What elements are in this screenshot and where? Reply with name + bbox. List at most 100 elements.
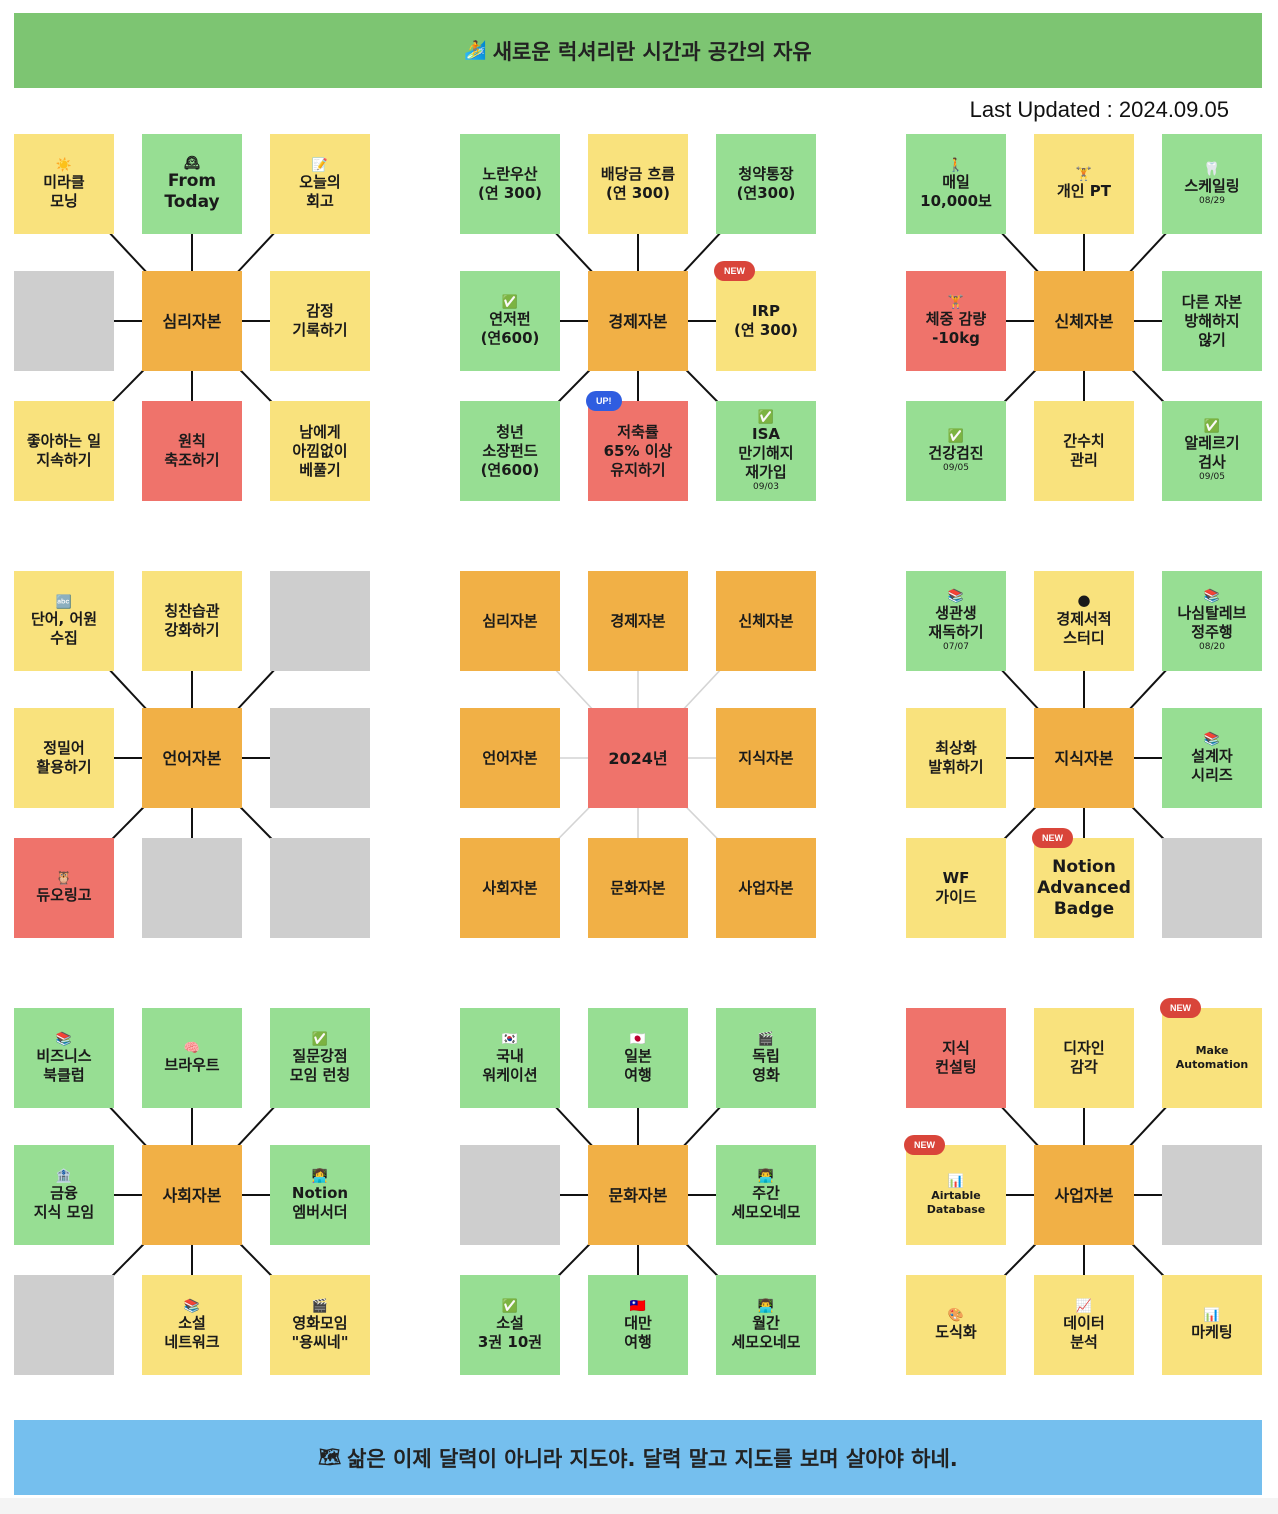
center-cell-social[interactable]: 사회자본 [142, 1145, 242, 1245]
goal-icon: 🇯🇵 [629, 1031, 647, 1047]
goal-cell[interactable]: 🕰From Today [142, 134, 242, 234]
center-cell-culture[interactable]: 문화자본 [588, 1145, 688, 1245]
goal-cell[interactable]: 📝오늘의 회고 [270, 134, 370, 234]
cell-label: 문화자본 [608, 1185, 668, 1205]
goal-cell[interactable]: 원칙 축조하기 [142, 401, 242, 501]
goal-icon: 🦉 [55, 871, 73, 886]
last-updated: Last Updated : 2024.09.05 [969, 97, 1229, 122]
goal-cell[interactable]: 🇹🇼대만 여행 [588, 1275, 688, 1375]
center-cell-econ[interactable]: 경제자본 [588, 271, 688, 371]
goal-cell[interactable]: 📚소설 네트워크 [142, 1275, 242, 1375]
empty-cell[interactable] [1162, 1145, 1262, 1245]
goal-cell[interactable]: 👩‍💻Notion 엠버서더 [270, 1145, 370, 1245]
empty-cell[interactable] [1162, 838, 1262, 938]
goal-cell[interactable]: 🏋체중 감량 -10kg [906, 271, 1006, 371]
empty-cell[interactable] [270, 838, 370, 938]
goal-cell[interactable]: 다른 자본 방해하지 않기 [1162, 271, 1262, 371]
cell-label: 칭찬습관 강화하기 [164, 602, 220, 639]
goal-cell[interactable]: IRP (연 300) [716, 271, 816, 371]
goal-cell[interactable]: 좋아하는 일 지속하기 [14, 401, 114, 501]
cell-label: 비즈니스 북클럽 [36, 1046, 92, 1084]
goal-cell[interactable]: ✅연저펀 (연600) [460, 271, 560, 371]
goal-cell[interactable]: 칭찬습관 강화하기 [142, 571, 242, 671]
cell-label: 일본 여행 [624, 1046, 652, 1084]
goal-cell[interactable]: 사회자본 [460, 838, 560, 938]
center-cell-main[interactable]: 2024년 [588, 708, 688, 808]
goal-cell[interactable]: 간수치 관리 [1034, 401, 1134, 501]
cell-label: 소설 3권 10권 [477, 1313, 543, 1351]
cell-label: 정밀어 활용하기 [36, 739, 92, 776]
center-cell-psych[interactable]: 심리자본 [142, 271, 242, 371]
cell-label: 청약통장 (연300) [736, 165, 796, 202]
cell-label: 2024년 [608, 748, 668, 768]
empty-cell[interactable] [460, 1145, 560, 1245]
goal-icon: 📈 [1075, 1298, 1093, 1314]
goal-cell[interactable]: 👨‍💻월간 세모오네모 [716, 1275, 816, 1375]
goal-cell[interactable]: 🔤단어, 어원 수집 [14, 571, 114, 671]
goal-cell[interactable]: 📚설계자 시리즈 [1162, 708, 1262, 808]
goal-cell[interactable]: 문화자본 [588, 838, 688, 938]
goal-cell[interactable]: 지식 컨설팅 [906, 1008, 1006, 1108]
goal-cell[interactable]: 최상화 발휘하기 [906, 708, 1006, 808]
goal-icon: 📚 [55, 1031, 73, 1047]
goal-cell[interactable]: 청약통장 (연300) [716, 134, 816, 234]
goal-cell[interactable]: 🏦금융 지식 모임 [14, 1145, 114, 1245]
goal-cell[interactable]: 남에게 아낌없이 베풀기 [270, 401, 370, 501]
empty-cell[interactable] [142, 838, 242, 938]
goal-cell[interactable]: 사업자본 [716, 838, 816, 938]
cell-label: 심리자본 [482, 611, 538, 630]
goal-cell[interactable]: 디자인 감각 [1034, 1008, 1134, 1108]
goal-cell[interactable]: 저축률 65% 이상 유지하기 [588, 401, 688, 501]
goal-cell[interactable]: 🧠브라우트 [142, 1008, 242, 1108]
goal-cell[interactable]: 👨‍💻주간 세모오네모 [716, 1145, 816, 1245]
goal-cell[interactable]: 📊마케팅 [1162, 1275, 1262, 1375]
goal-cell[interactable]: ✅소설 3권 10권 [460, 1275, 560, 1375]
empty-cell[interactable] [14, 271, 114, 371]
goal-cell[interactable]: ✅질문강점 모임 런칭 [270, 1008, 370, 1108]
empty-cell[interactable] [270, 708, 370, 808]
cell-label: 오늘의 회고 [299, 172, 341, 210]
goal-cell[interactable]: Make Automation [1162, 1008, 1262, 1108]
cell-label: 마케팅 [1191, 1323, 1233, 1341]
goal-cell[interactable]: 정밀어 활용하기 [14, 708, 114, 808]
goal-cell[interactable]: 🇰🇷국내 워케이션 [460, 1008, 560, 1108]
goal-cell[interactable]: ☀️미라클 모닝 [14, 134, 114, 234]
center-cell-body[interactable]: 신체자본 [1034, 271, 1134, 371]
goal-cell[interactable]: 노란우산 (연 300) [460, 134, 560, 234]
goal-cell[interactable]: 지식자본 [716, 708, 816, 808]
goal-cell[interactable]: 🎨도식화 [906, 1275, 1006, 1375]
goal-cell[interactable]: 🏋개인 PT [1034, 134, 1134, 234]
goal-cell[interactable]: 🦉듀오링고 [14, 838, 114, 938]
goal-cell[interactable]: 🇯🇵일본 여행 [588, 1008, 688, 1108]
goal-cell[interactable]: 🎬독립 영화 [716, 1008, 816, 1108]
header-banner: 🏄 새로운 럭셔리란 시간과 공간의 자유 [14, 13, 1262, 88]
goal-cell[interactable]: 감정 기록하기 [270, 271, 370, 371]
goal-cell[interactable]: 신체자본 [716, 571, 816, 671]
cell-label: 지식자본 [738, 748, 794, 767]
goal-cell[interactable]: Notion Advanced Badge [1034, 838, 1134, 938]
goal-cell[interactable]: 📚비즈니스 북클럽 [14, 1008, 114, 1108]
goal-cell[interactable]: 심리자본 [460, 571, 560, 671]
center-cell-biz[interactable]: 사업자본 [1034, 1145, 1134, 1245]
goal-cell[interactable]: WF 가이드 [906, 838, 1006, 938]
empty-cell[interactable] [270, 571, 370, 671]
goal-cell[interactable]: 배당금 흐름 (연 300) [588, 134, 688, 234]
goal-cell[interactable]: 🎬영화모임 "용씨네" [270, 1275, 370, 1375]
empty-cell[interactable] [14, 1275, 114, 1375]
center-cell-know[interactable]: 지식자본 [1034, 708, 1134, 808]
goal-cell[interactable]: 경제자본 [588, 571, 688, 671]
goal-cell[interactable]: 언어자본 [460, 708, 560, 808]
goal-cell[interactable]: 🌑경제서적 스터디 [1034, 571, 1134, 671]
center-cell-lang[interactable]: 언어자본 [142, 708, 242, 808]
goal-cell[interactable]: 청년 소장펀드 (연600) [460, 401, 560, 501]
cell-label: 언어자본 [162, 748, 222, 768]
goal-cell[interactable]: 📈데이터 분석 [1034, 1275, 1134, 1375]
goal-cell[interactable]: 📊Airtable Database [906, 1145, 1006, 1245]
goal-cell[interactable]: 🚶매일 10,000보 [906, 134, 1006, 234]
